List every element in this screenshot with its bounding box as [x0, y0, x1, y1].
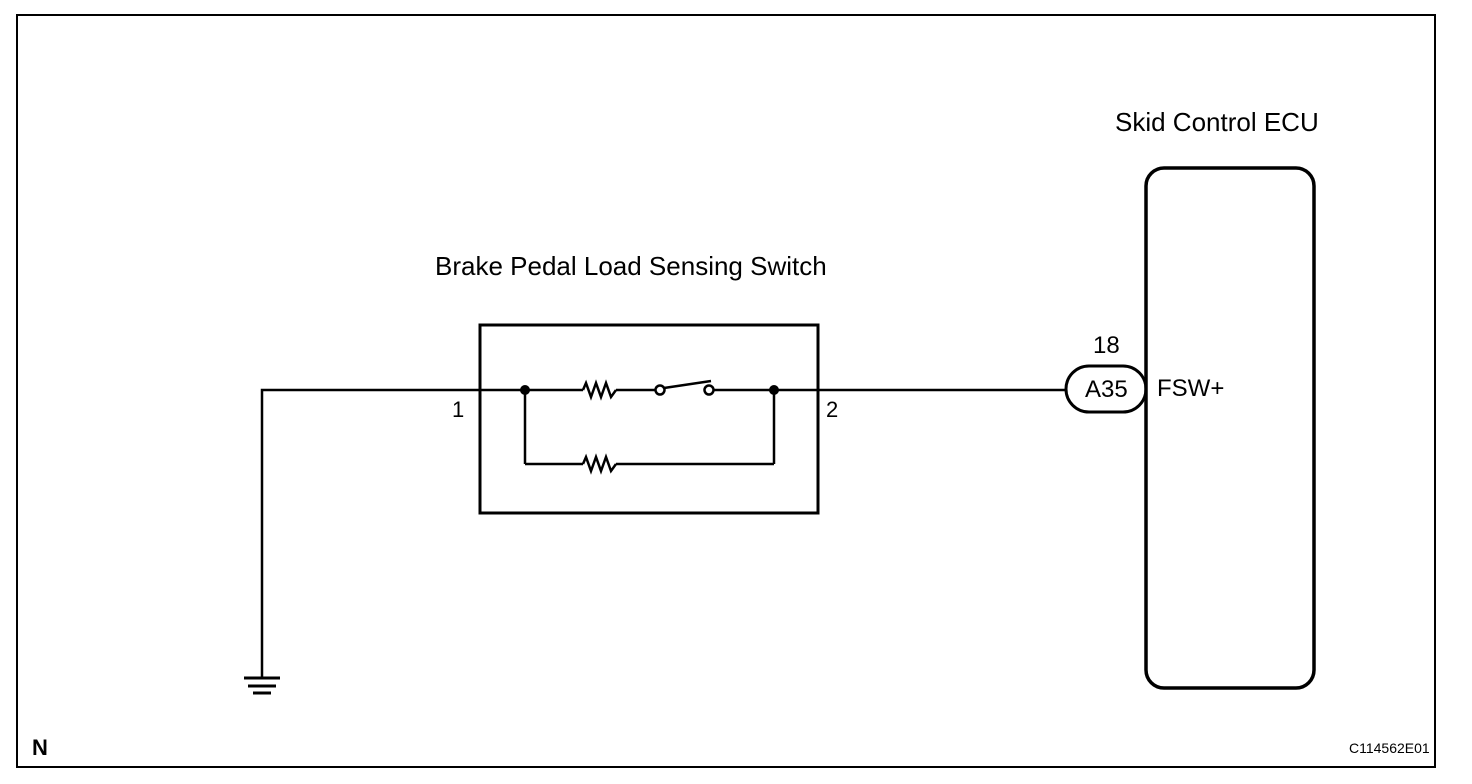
switch-title: Brake Pedal Load Sensing Switch — [435, 251, 827, 281]
switch-contact-left — [654, 384, 666, 396]
pin-1-label: 1 — [452, 397, 465, 422]
resistor-top-icon — [581, 379, 618, 401]
corner-label: N — [32, 735, 48, 760]
ecu-pin-number: 18 — [1093, 332, 1120, 359]
connector-label: A35 — [1085, 376, 1128, 403]
ecu-box — [1144, 166, 1316, 690]
figure-code: C114562E01 — [1349, 740, 1430, 756]
junction-left — [520, 385, 530, 395]
diagram-frame — [16, 14, 1436, 768]
pin-2-label: 2 — [826, 397, 839, 422]
resistor-bottom-icon — [581, 453, 618, 475]
switch-blade — [663, 379, 712, 390]
switch-box — [478, 323, 820, 515]
switch-contact-right — [703, 384, 715, 396]
ground-icon — [244, 676, 280, 695]
ecu-terminal-label: FSW+ — [1157, 375, 1225, 402]
ecu-title: Skid Control ECU — [1115, 107, 1319, 137]
junction-right — [769, 385, 779, 395]
ground-wire — [260, 388, 480, 678]
